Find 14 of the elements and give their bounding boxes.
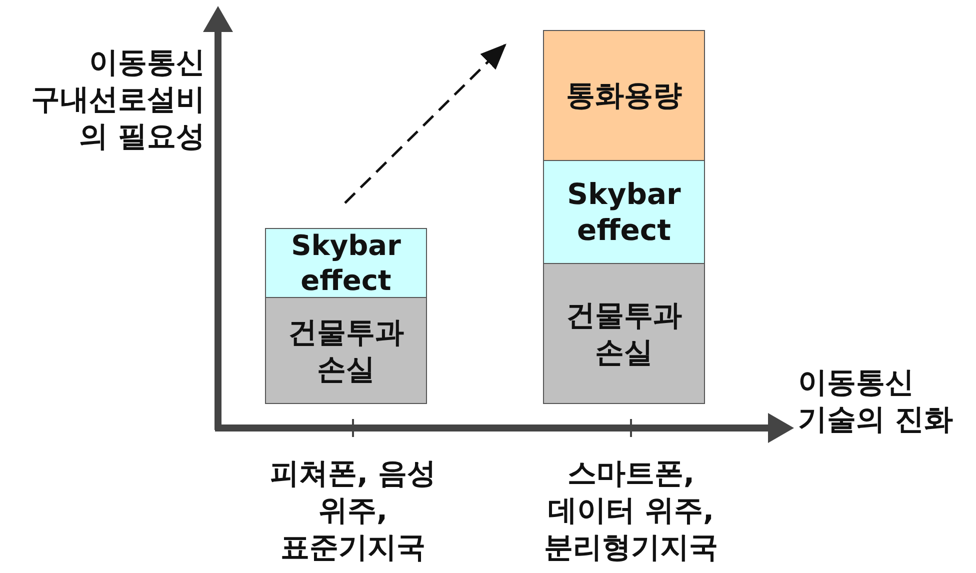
stacked-bar-segment (265, 228, 427, 298)
axis-title: 이동통신 기술의 진화 (798, 364, 954, 438)
tick-label: 피쳐폰, 음성 위주, 표준기지국 (268, 455, 438, 566)
segment-label: Skybar effect (566, 176, 682, 248)
stacked-bar-segment (543, 263, 705, 404)
segment-label: 통화용량 (565, 77, 683, 114)
axis-title: 이동통신 구내선로설비 의 필요성 (30, 44, 205, 156)
stacked-bar-segment (543, 30, 705, 161)
stacked-bar-segment (543, 160, 705, 264)
segment-label: 건물투과 손실 (287, 314, 405, 387)
tick-label: 스마트폰, 데이터 위주, 분리형기지국 (543, 455, 719, 566)
segment-label: 건물투과 손실 (565, 297, 683, 370)
stacked-bar-segment (265, 297, 427, 404)
segment-label: Skybar effect (290, 228, 402, 298)
